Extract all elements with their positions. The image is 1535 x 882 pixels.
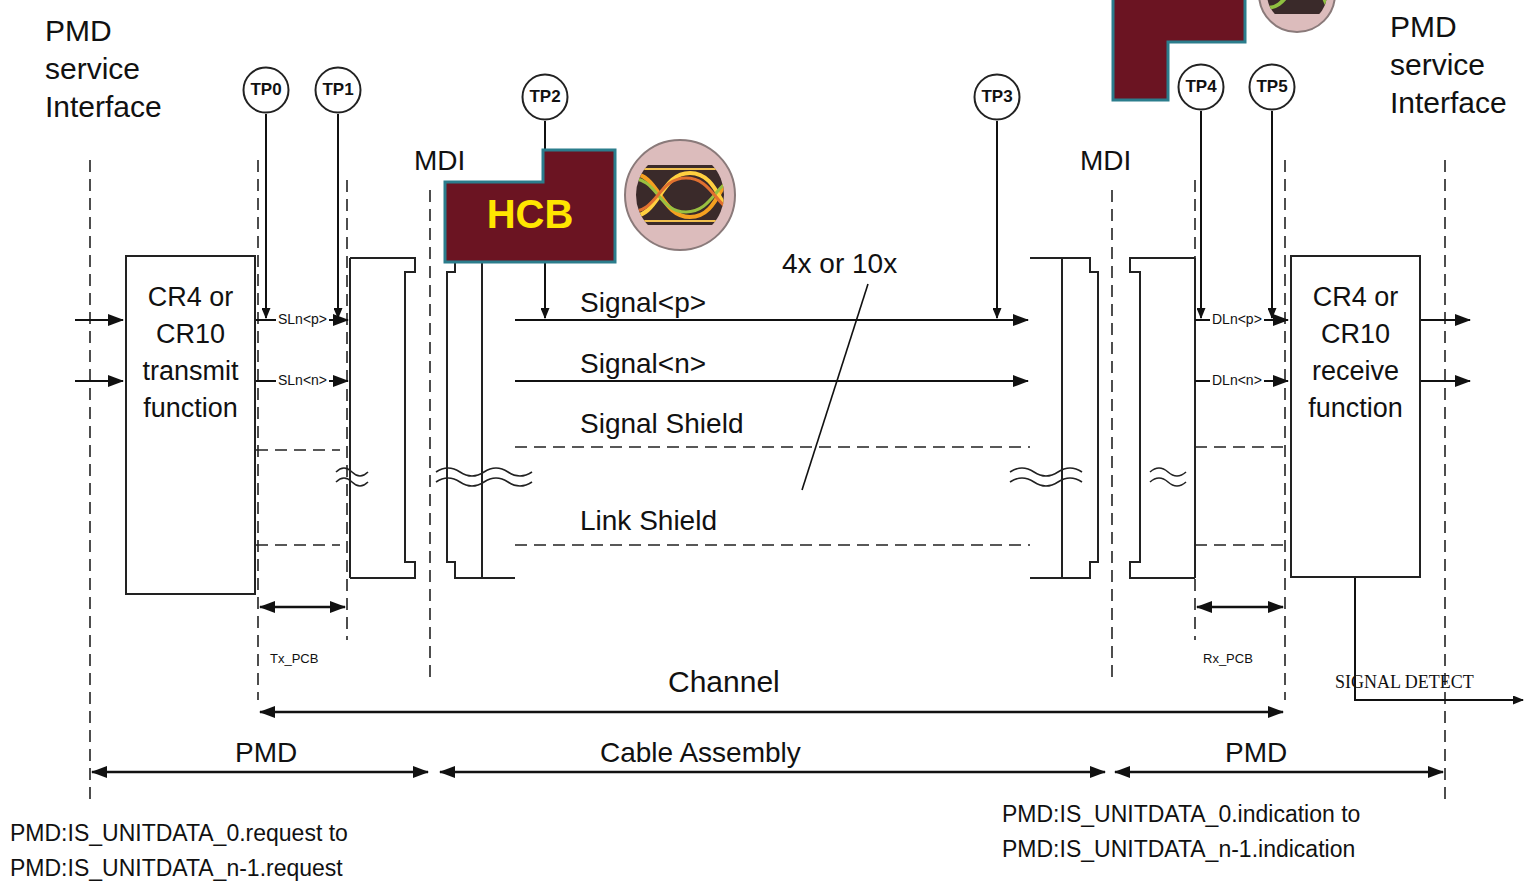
- test-point-circle: TP0: [242, 66, 290, 114]
- interface-label: PMD service Interface: [45, 12, 195, 126]
- test-point-label: TP3: [981, 87, 1012, 107]
- test-point-label: TP1: [322, 80, 353, 100]
- primitive-label: PMD:IS_UNITDATA_0.indication to PMD:IS_U…: [1002, 797, 1527, 867]
- dimension-arrows: [92, 607, 1443, 772]
- signal-name: DLn<p>: [1210, 311, 1264, 327]
- circle-shape: [975, 75, 1020, 120]
- section-label: PMD: [235, 737, 297, 769]
- test-point-circle: TP3: [973, 73, 1021, 121]
- primitive-label: PMD:IS_UNITDATA_0.request to PMD:IS_UNIT…: [10, 816, 450, 882]
- signal-name: Signal<n>: [580, 348, 706, 380]
- circle-shape: [316, 68, 361, 113]
- signal-name: Signal Shield: [580, 408, 743, 440]
- dimension-label: Channel: [668, 665, 780, 700]
- break-marks: [336, 468, 1186, 486]
- signal-name: SIGNAL DETECT: [1335, 672, 1474, 693]
- hcb-fixture: HCB: [443, 148, 617, 264]
- interface-label: PMD service Interface: [1390, 8, 1530, 122]
- test-point-circle: TP2: [521, 73, 569, 121]
- section-label: PMD: [1225, 737, 1287, 769]
- test-point-arrows: [266, 111, 1272, 318]
- circle-shape: [244, 68, 289, 113]
- boundary-lines: [90, 160, 1445, 805]
- test-point-label: TP5: [1256, 77, 1287, 97]
- function-label: CR4 or CR10 transmit function: [127, 279, 254, 427]
- signal-name: DLn<n>: [1210, 372, 1264, 388]
- test-point-circle: TP4: [1177, 63, 1225, 111]
- lane-count: 4x or 10x: [782, 248, 897, 280]
- fixture-label: HCB: [443, 192, 617, 237]
- test-point-circle: TP1: [314, 66, 362, 114]
- eye-diagram-icon-partial: [1259, 0, 1335, 32]
- pcb-label: Rx_PCB: [1203, 652, 1253, 667]
- section-label: Cable Assembly: [600, 737, 801, 769]
- test-point-circle: TP5: [1248, 63, 1296, 111]
- circle-shape: [1179, 65, 1224, 110]
- function-box: CR4 or CR10 transmit function: [125, 255, 256, 595]
- shield-lines: [256, 447, 1288, 545]
- test-point-label: TP0: [250, 80, 281, 100]
- circle-shape: [1250, 65, 1295, 110]
- function-label: CR4 or CR10 receive function: [1292, 279, 1419, 427]
- signal-name: Link Shield: [580, 505, 717, 537]
- circle-shape: [523, 75, 568, 120]
- mdi-connectors: [350, 258, 1195, 578]
- signal-name: SLn<p>: [276, 311, 329, 327]
- test-point-label: TP2: [529, 87, 560, 107]
- function-box: CR4 or CR10 receive function: [1290, 255, 1421, 578]
- bundle-slash: [802, 284, 868, 490]
- signal-name: Signal<p>: [580, 287, 706, 319]
- mdi-label: MDI: [414, 145, 465, 177]
- signal-name: SLn<n>: [276, 372, 329, 388]
- eye-diagram-icon: [625, 140, 740, 250]
- pcb-label: Tx_PCB: [270, 652, 318, 667]
- test-point-label: TP4: [1185, 77, 1216, 97]
- mdi-label: MDI: [1080, 145, 1131, 177]
